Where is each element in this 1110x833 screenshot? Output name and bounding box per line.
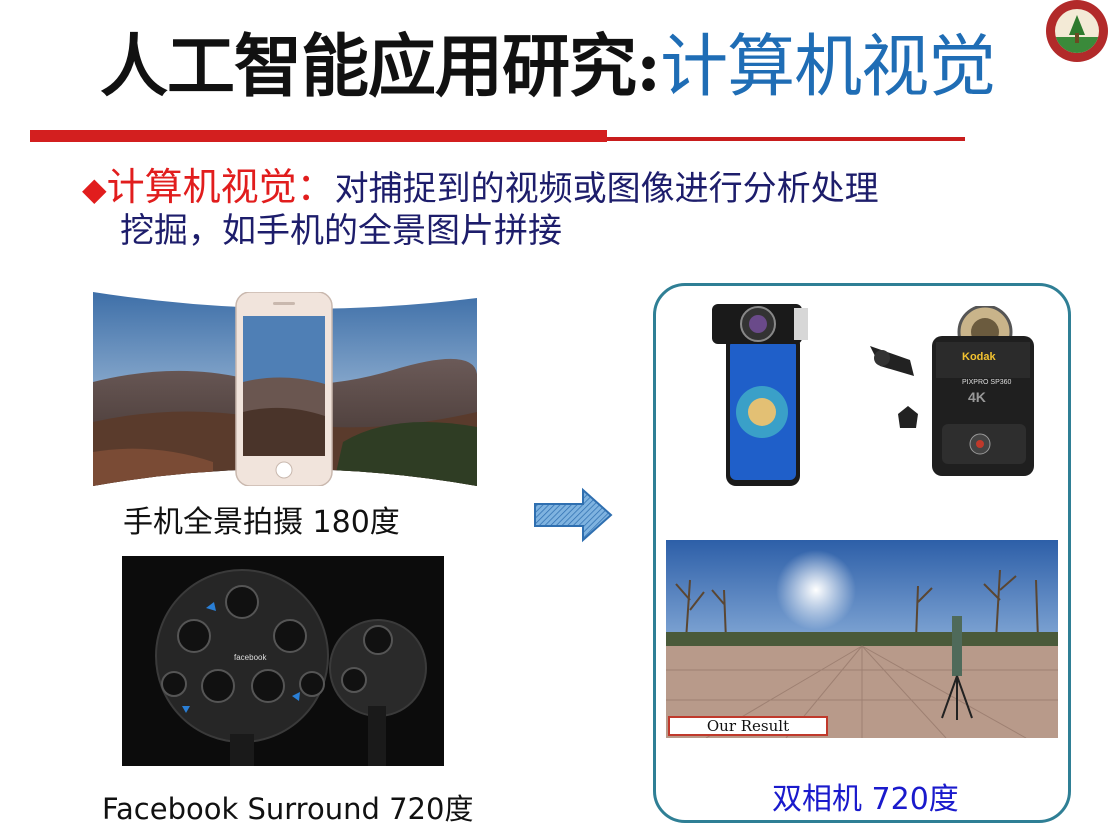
bullet-keyword: 计算机视觉： [106,165,335,209]
kodak-model-text: PIXPRO SP360 [962,379,1012,386]
our-result-label: Our Result [668,716,828,736]
dual-camera-panel [653,283,1071,823]
caption-dual-camera: 双相机 720度 [772,782,959,817]
bullet-point: ◆计算机视觉：对捕捉到的视频或图像进行分析处理 挖掘，如手机的全景图片拼接 [82,166,1072,252]
caption-phone-panorama: 手机全景拍摄 180度 [123,505,400,540]
dual-camera-result-panorama-image [666,540,1058,738]
title-main: 人工智能应用研究: [100,27,661,107]
title-divider-thick [30,130,607,142]
title-accent: 计算机视觉 [660,28,996,107]
arrow-right-icon [533,486,613,544]
bullet-text-line2: 挖掘，如手机的全景图片拼接 [120,211,562,251]
kodak-sp360-camera-image: Kodak PIXPRO SP360 4K [870,304,1035,486]
kodak-4k-text: 4K [968,389,986,405]
phone-with-360-lens-image [708,300,808,488]
caption-facebook-surround: Facebook Surround 720度 [102,792,474,826]
bullet-text-line1: 对捕捉到的视频或图像进行分析处理 [334,169,879,209]
facebook-brand-text: facebook [234,653,267,662]
phone-panorama-image [93,291,477,487]
facebook-surround-camera-image: facebook [122,556,444,766]
bullet-diamond-icon: ◆ [82,170,107,208]
logo-emblem-icon [1055,9,1099,53]
university-logo [1046,0,1108,62]
kodak-brand-text: Kodak [962,351,997,363]
slide-title: 人工智能应用研究:计算机视觉 [100,20,996,115]
